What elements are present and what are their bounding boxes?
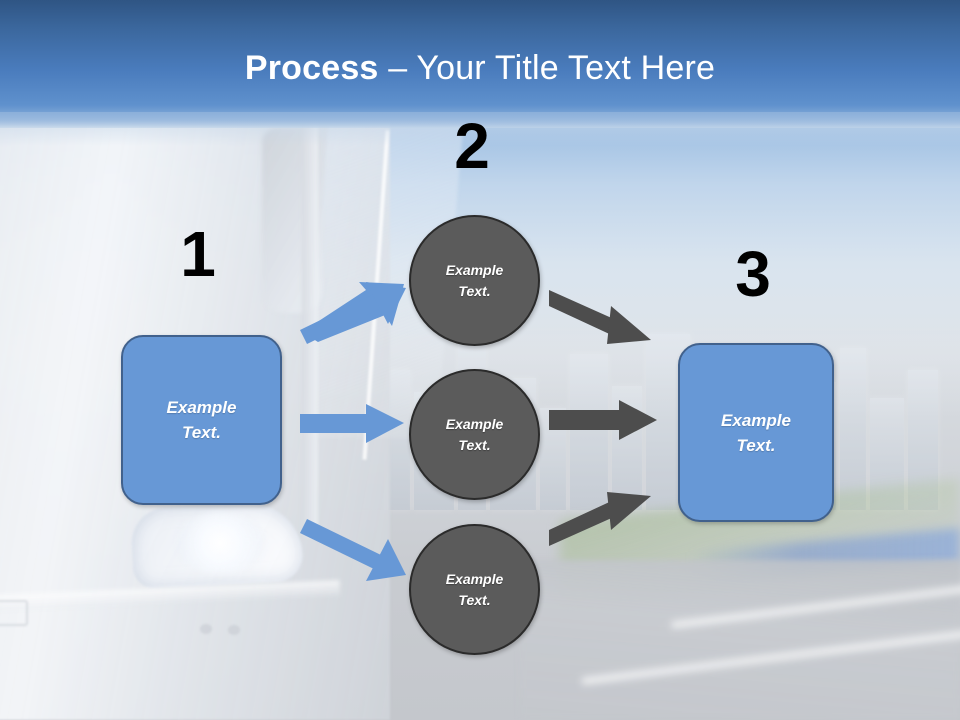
title-band-fade — [0, 112, 960, 146]
background-grille-dot — [200, 624, 212, 634]
stage-2-circle-1[interactable]: Example Text. — [409, 215, 540, 346]
background-headlight-glow — [175, 512, 265, 574]
stage-2-circle-2-label: Example Text. — [445, 415, 504, 453]
stage-2-circle-3-label: Example Text. — [445, 570, 504, 608]
stage-1-box[interactable]: Example Text. — [121, 335, 282, 505]
stage-2-circle-3[interactable]: Example Text. — [409, 524, 540, 655]
page-title-bold: Process — [244, 49, 379, 87]
step-number-2: 2 — [454, 110, 490, 182]
arrow-circle-3-to-box — [549, 490, 657, 552]
page-title: Process – Your Title Text Here — [0, 48, 960, 88]
step-number-3: 3 — [735, 238, 771, 310]
page-title-rest: – Your Title Text Here — [378, 49, 716, 87]
background-licence-plate — [0, 600, 28, 626]
arrow-circle-1-to-box — [549, 284, 657, 346]
step-number-1: 1 — [180, 218, 216, 290]
stage-2-circle-1-label: Example Text. — [445, 261, 504, 299]
arrow-box-to-circle-2 — [300, 404, 404, 444]
stage-2-circle-2[interactable]: Example Text. — [409, 369, 540, 500]
arrow-box-to-circle-1 — [300, 282, 406, 344]
stage-1-box-label: Example Text. — [166, 398, 237, 442]
stage-3-box-label: Example Text. — [721, 410, 791, 455]
background-grille-dot — [228, 625, 240, 635]
arrow-box-to-circle-3 — [300, 519, 406, 581]
background-road — [520, 560, 960, 720]
title-band — [0, 0, 960, 128]
stage-3-box[interactable]: Example Text. — [678, 343, 834, 522]
arrow-circle-2-to-box — [549, 400, 657, 440]
